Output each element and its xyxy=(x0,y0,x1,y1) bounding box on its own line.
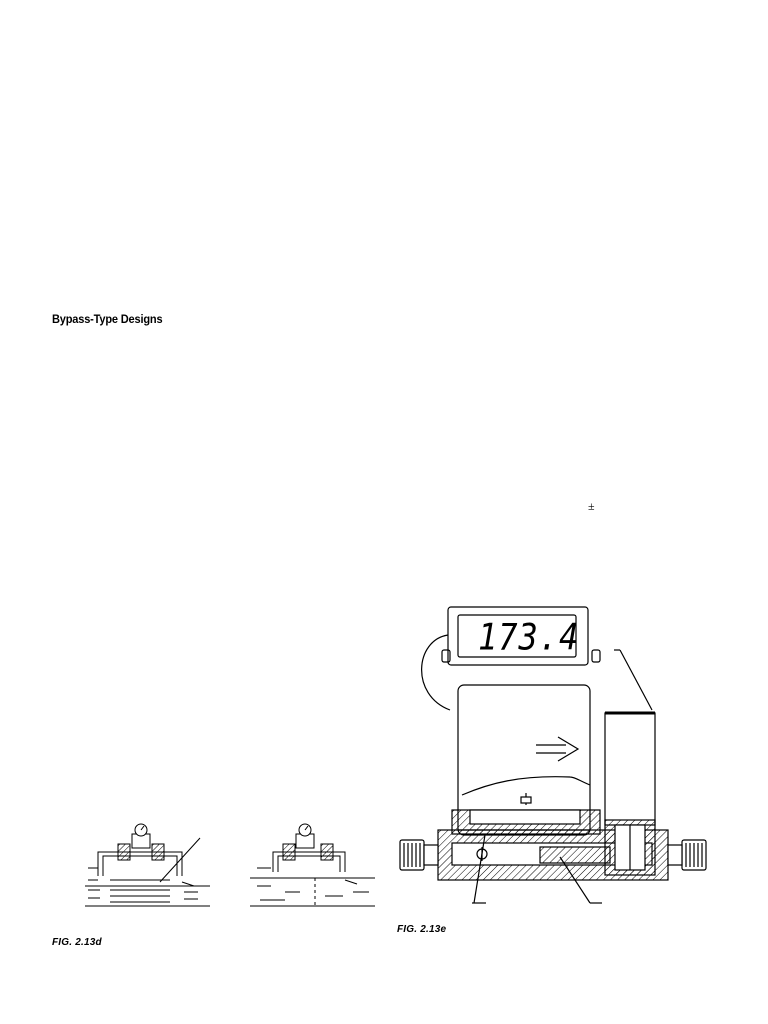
lcd-reading: 173.4 xyxy=(478,615,580,659)
figure-caption-2-13e: FIG. 2.13e xyxy=(397,924,447,935)
control-valve xyxy=(604,712,656,826)
section-heading: Bypass-Type Designs xyxy=(52,312,163,326)
mass-flow-controller-diagram xyxy=(399,606,707,904)
bypass-diagram-orifice xyxy=(250,823,375,907)
bypass-diagram-laminar xyxy=(85,823,210,907)
figure-caption-2-13d: FIG. 2.13d xyxy=(52,937,102,948)
plus-minus-symbol: ± xyxy=(588,499,595,513)
